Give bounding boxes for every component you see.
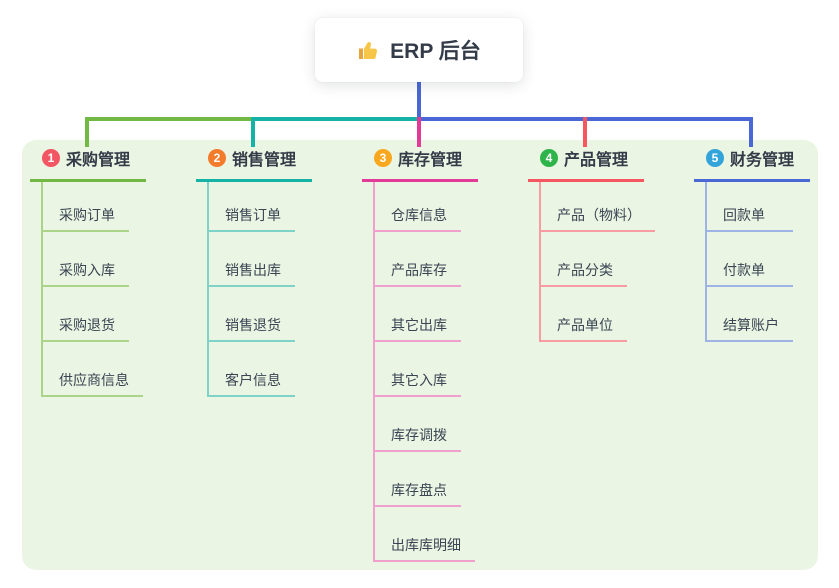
thumbs-up-icon	[359, 41, 378, 59]
branch-number-badge: 1	[42, 149, 60, 167]
child-label: 销售出库	[225, 262, 281, 278]
child-label: 产品分类	[557, 262, 613, 278]
child-node[interactable]: 仓库信息	[375, 182, 461, 232]
branch-product: 4 产品管理 产品（物料） 产品分类 产品单位	[528, 146, 694, 342]
child-node[interactable]: 回款单	[707, 182, 793, 232]
child-node[interactable]: 销售出库	[209, 232, 295, 287]
connector-horizontal-green	[85, 117, 253, 121]
branch-number-badge: 3	[374, 149, 392, 167]
child-node[interactable]: 结算账户	[707, 287, 793, 342]
branch-title-label: 销售管理	[232, 152, 297, 169]
child-label: 产品单位	[557, 317, 613, 333]
child-node[interactable]: 产品分类	[541, 232, 627, 287]
child-node[interactable]: 产品单位	[541, 287, 627, 342]
child-label: 结算账户	[723, 317, 779, 333]
child-label: 采购订单	[59, 207, 115, 223]
branch-number-badge: 2	[208, 149, 226, 167]
connector-drop-sales	[251, 117, 255, 147]
branch-sales: 2 销售管理 销售订单 销售出库 销售退货 客户信息	[196, 146, 362, 397]
child-node[interactable]: 采购入库	[43, 232, 129, 287]
child-node[interactable]: 产品（物料）	[541, 182, 655, 232]
child-label: 客户信息	[225, 372, 281, 388]
branch-title-product[interactable]: 4 产品管理	[528, 146, 644, 182]
child-label: 库存调拨	[391, 427, 447, 443]
branch-inventory: 3 库存管理 仓库信息 产品库存 其它出库 其它入库 库存调拨 库存盘点 出库库…	[362, 146, 528, 562]
connector-drop-inventory	[417, 117, 421, 147]
branch-title-label: 财务管理	[730, 152, 795, 169]
root-node[interactable]: ERP 后台	[315, 18, 523, 82]
branch-title-inventory[interactable]: 3 库存管理	[362, 146, 478, 182]
branch-children-finance: 回款单 付款单 结算账户	[705, 182, 839, 342]
child-label: 回款单	[723, 207, 765, 223]
branch-finance: 5 财务管理 回款单 付款单 结算账户	[694, 146, 839, 342]
child-label: 采购入库	[59, 262, 115, 278]
connector-drop-purchase	[85, 117, 89, 147]
root-connector-line	[417, 82, 421, 118]
branch-children-product: 产品（物料） 产品分类 产品单位	[539, 182, 694, 342]
child-node[interactable]: 客户信息	[209, 342, 295, 397]
child-node[interactable]: 其它出库	[375, 287, 461, 342]
child-label: 库存盘点	[391, 482, 447, 498]
connector-drop-finance	[749, 117, 753, 147]
child-label: 销售订单	[225, 207, 281, 223]
branch-children-sales: 销售订单 销售出库 销售退货 客户信息	[207, 182, 362, 397]
connector-drop-product	[583, 117, 587, 147]
child-node[interactable]: 销售退货	[209, 287, 295, 342]
child-node[interactable]: 产品库存	[375, 232, 461, 287]
root-title: ERP 后台	[390, 40, 481, 63]
connector-horizontal-teal	[253, 117, 417, 121]
child-label: 产品（物料）	[557, 207, 641, 223]
child-label: 出库库明细	[391, 537, 461, 553]
branch-title-label: 库存管理	[398, 152, 463, 169]
branch-children-inventory: 仓库信息 产品库存 其它出库 其它入库 库存调拨 库存盘点 出库库明细	[373, 182, 528, 562]
branch-children-purchase: 采购订单 采购入库 采购退货 供应商信息	[41, 182, 196, 397]
child-label: 供应商信息	[59, 372, 129, 388]
branch-purchase: 1 采购管理 采购订单 采购入库 采购退货 供应商信息	[30, 146, 196, 397]
branch-title-finance[interactable]: 5 财务管理	[694, 146, 810, 182]
branch-number-badge: 5	[706, 149, 724, 167]
child-label: 产品库存	[391, 262, 447, 278]
branch-title-label: 采购管理	[66, 152, 131, 169]
branch-title-sales[interactable]: 2 销售管理	[196, 146, 312, 182]
child-label: 付款单	[723, 262, 765, 278]
child-node[interactable]: 采购退货	[43, 287, 129, 342]
child-label: 其它入库	[391, 372, 447, 388]
child-node[interactable]: 出库库明细	[375, 507, 475, 562]
child-node[interactable]: 库存盘点	[375, 452, 461, 507]
child-node[interactable]: 付款单	[707, 232, 793, 287]
branch-title-purchase[interactable]: 1 采购管理	[30, 146, 146, 182]
child-node[interactable]: 销售订单	[209, 182, 295, 232]
child-node[interactable]: 库存调拨	[375, 397, 461, 452]
child-label: 其它出库	[391, 317, 447, 333]
child-node[interactable]: 供应商信息	[43, 342, 143, 397]
child-label: 仓库信息	[391, 207, 447, 223]
branch-number-badge: 4	[540, 149, 558, 167]
child-node[interactable]: 采购订单	[43, 182, 129, 232]
child-node[interactable]: 其它入库	[375, 342, 461, 397]
child-label: 销售退货	[225, 317, 281, 333]
branch-title-label: 产品管理	[564, 152, 629, 169]
child-label: 采购退货	[59, 317, 115, 333]
branches-panel	[22, 140, 818, 570]
